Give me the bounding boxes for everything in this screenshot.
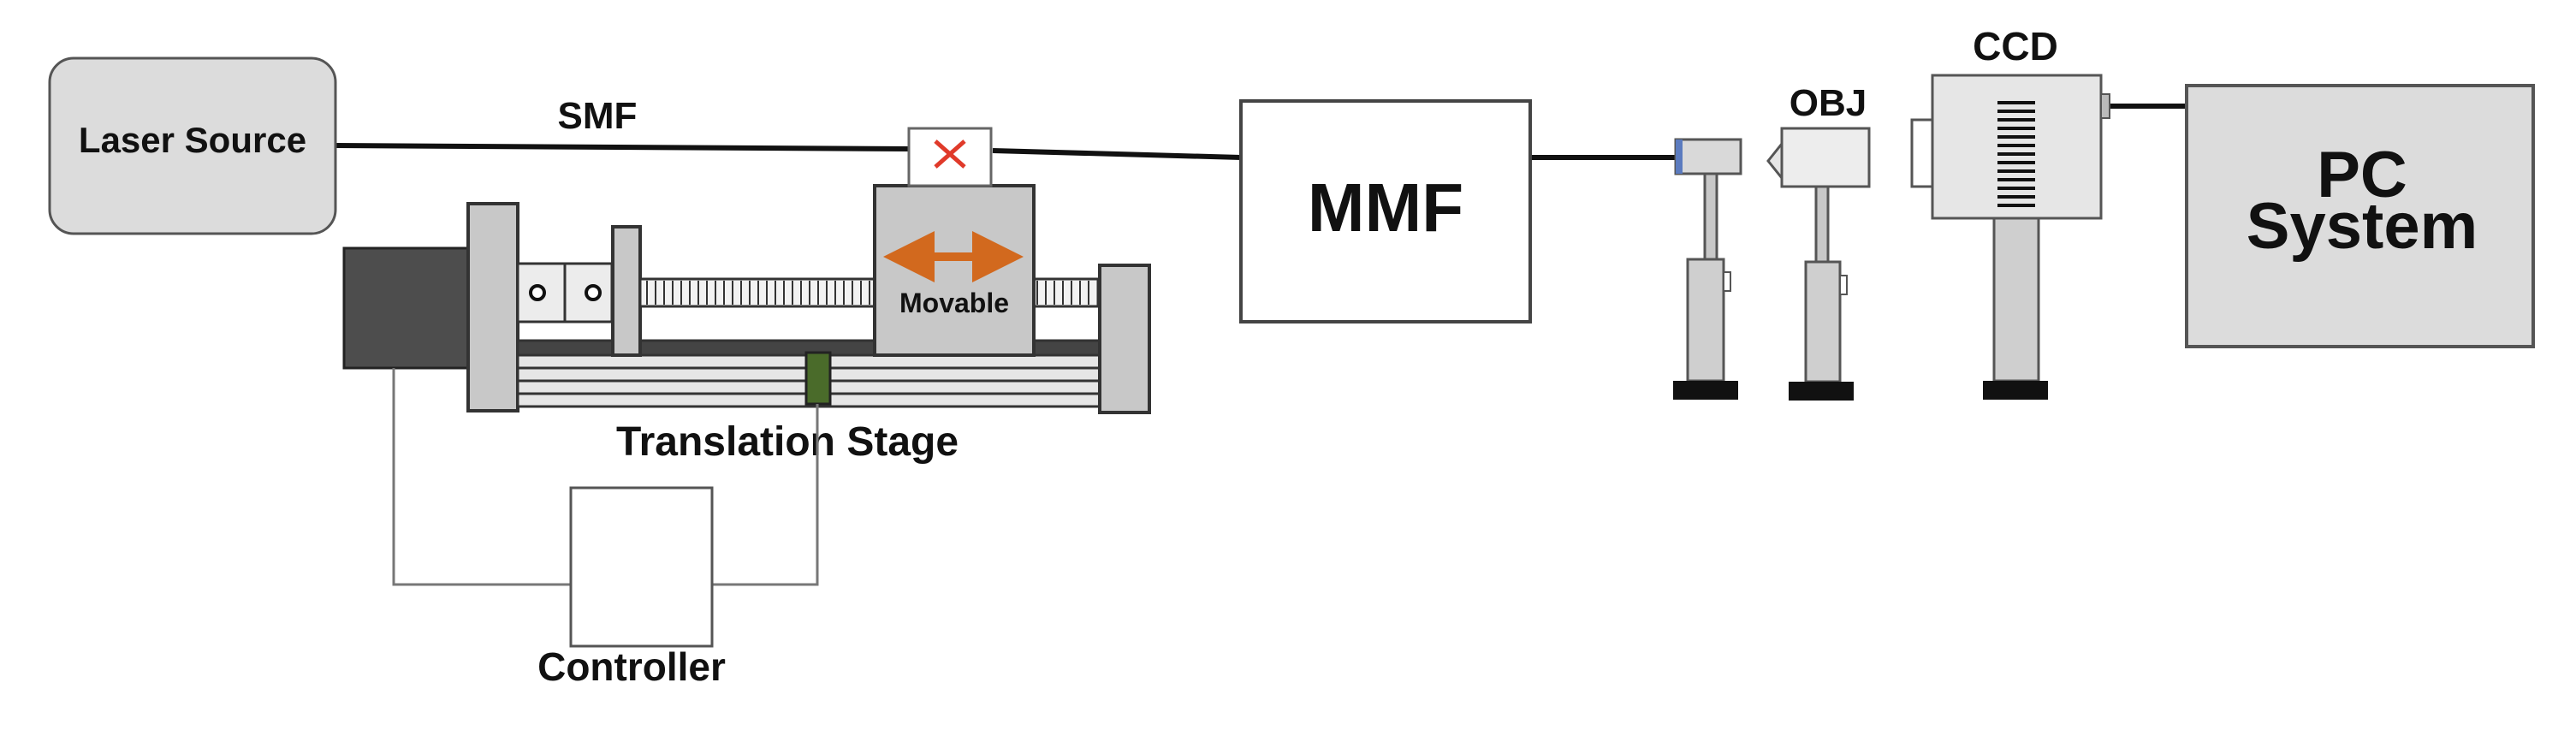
fiber-mount [907, 127, 993, 187]
bearing-right [585, 284, 602, 301]
post-base [1673, 381, 1738, 400]
fiber-holder [1674, 138, 1742, 175]
movable-carriage [873, 184, 1036, 357]
ccd-camera [1910, 74, 2110, 400]
pc-system: PC System [2185, 84, 2535, 348]
limit-switch [804, 351, 832, 406]
stage-left-plate [466, 202, 519, 412]
laser-source-label: Laser Source [79, 120, 306, 160]
pc-label-line1: PC [2317, 139, 2407, 211]
stage-motor [342, 246, 470, 370]
connection-lines [335, 104, 2187, 160]
objective-post [1766, 127, 1871, 401]
translation-stage-label: Translation Stage [616, 419, 959, 465]
laser-source: Laser Source [48, 56, 337, 235]
ccd-lens [1910, 118, 1934, 188]
smf-label: SMF [558, 95, 638, 137]
objective-lens [1766, 139, 1784, 182]
mmf: MMF [1239, 99, 1532, 323]
ccd-label: CCD [1973, 24, 2058, 68]
fiber-holder-post [1673, 138, 1742, 400]
translation-stage: Movable [342, 127, 1151, 414]
obj-label: OBJ [1790, 82, 1867, 124]
mmf-label: MMF [1308, 169, 1463, 246]
post-base [1983, 381, 2048, 400]
bearing-left [529, 284, 546, 301]
controller-box [569, 486, 714, 648]
pc-label-line2: System [2247, 190, 2478, 263]
stage-right-plate [1098, 264, 1151, 414]
controller-wiring [392, 368, 819, 586]
x-mark-icon [934, 139, 966, 169]
stage-inner-plate [611, 225, 642, 357]
laser-source-box [48, 56, 337, 235]
controller-label: Controller [537, 644, 726, 689]
smf-fiber-line [335, 143, 912, 151]
post-base [1789, 382, 1854, 401]
mmf-box [1239, 99, 1532, 323]
objective-body [1780, 127, 1871, 188]
fiber-to-mmf-line [992, 148, 1242, 160]
pc-system-box [2185, 84, 2535, 348]
movable-label: Movable [899, 288, 1009, 318]
